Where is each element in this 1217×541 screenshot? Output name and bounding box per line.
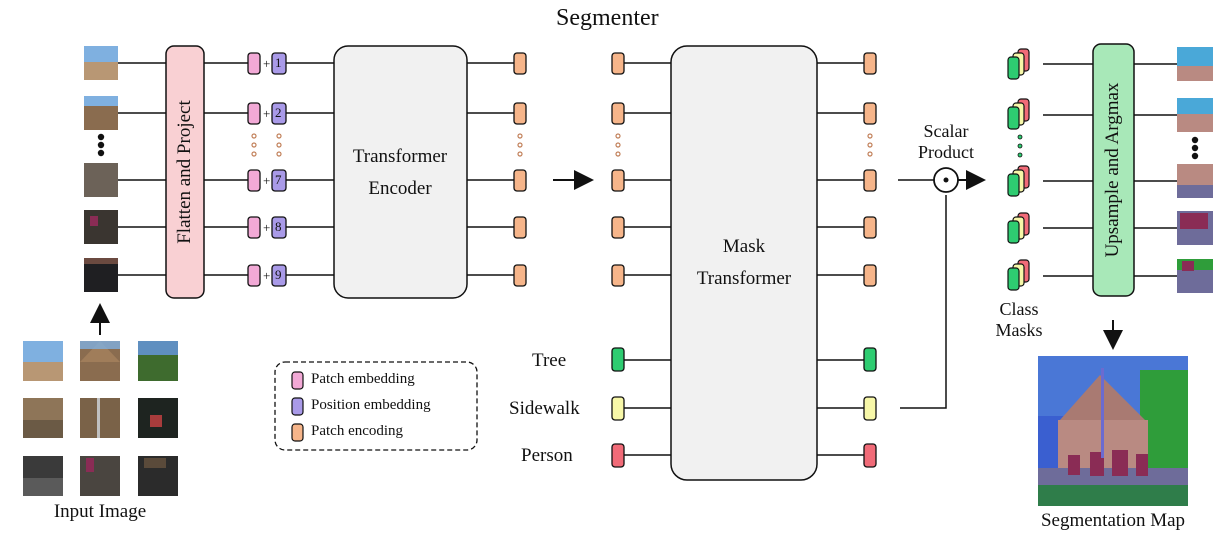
class-token-person (611, 443, 625, 468)
encoder-label-line2: Encoder (368, 178, 432, 199)
decoder-patch-outputs (863, 52, 877, 287)
class-token-tree (611, 347, 625, 372)
input-patch-8 (84, 210, 118, 244)
svg-text:+: + (263, 220, 270, 235)
position-index-9: 9 (275, 267, 282, 282)
svg-text:+: + (263, 56, 270, 71)
legend-box (274, 361, 478, 451)
position-index-2: 2 (275, 105, 282, 120)
class-token-sidewalk (611, 396, 625, 421)
class-masks-label-line1: Class (999, 299, 1039, 319)
scalar-product-label-line1: Scalar (923, 121, 969, 141)
decoder-patch-inputs (611, 52, 625, 287)
encoder-label-line1: Transformer (352, 146, 448, 167)
position-index-1: 1 (275, 55, 282, 70)
input-image-grid (23, 341, 178, 496)
segmentation-map-image (1038, 356, 1188, 506)
mask-transformer-box (670, 45, 818, 481)
flatten-project-box (165, 45, 205, 299)
class-masks-label-line2: Masks (995, 320, 1043, 340)
class-token-inputs (611, 347, 625, 468)
class-label-tree: Tree (532, 350, 567, 371)
input-image-label: Input Image (53, 501, 147, 522)
class-embedding-outputs (863, 347, 877, 468)
svg-text:+: + (263, 268, 270, 283)
legend-swatch-patch-encoding (291, 423, 304, 442)
input-patch-column (84, 46, 118, 292)
transformer-encoder-box (333, 45, 468, 299)
upsample-argmax-box (1092, 43, 1135, 297)
legend-label-position-embedding: Position embedding (311, 397, 431, 413)
class-label-person: Person (521, 445, 573, 466)
class-label-sidewalk: Sidewalk (509, 398, 580, 419)
class-masks-stacks (1007, 48, 1030, 291)
svg-text:+: + (263, 106, 270, 121)
scalar-product-label-line2: Product (918, 142, 974, 162)
legend-label-patch-embedding: Patch embedding (311, 371, 415, 387)
legend-swatch-patch-embedding (291, 371, 304, 390)
position-index-7: 7 (275, 172, 282, 187)
segmentation-map-label: Segmentation Map (1040, 510, 1186, 531)
position-index-8: 8 (275, 219, 282, 234)
flatten-project-label: Flatten and Project (174, 100, 195, 244)
svg-text:+: + (263, 173, 270, 188)
embedding-ellipsis (251, 133, 282, 157)
embedding-pairs (247, 52, 287, 287)
legend-label-patch-encoding: Patch encoding (311, 423, 404, 439)
legend-swatch-position-embedding (291, 397, 304, 416)
output-ellipsis (1191, 136, 1199, 160)
output-patch-column (1177, 47, 1213, 293)
diagram-title: Segmenter (556, 5, 659, 31)
upsample-argmax-label: Upsample and Argmax (1102, 82, 1123, 258)
encoder-outputs (513, 52, 527, 287)
mask-transformer-label-line2: Transformer (696, 268, 792, 289)
mask-transformer-label-line1: Mask (722, 236, 766, 257)
input-ellipsis (97, 133, 105, 157)
input-patch-7 (84, 163, 118, 197)
